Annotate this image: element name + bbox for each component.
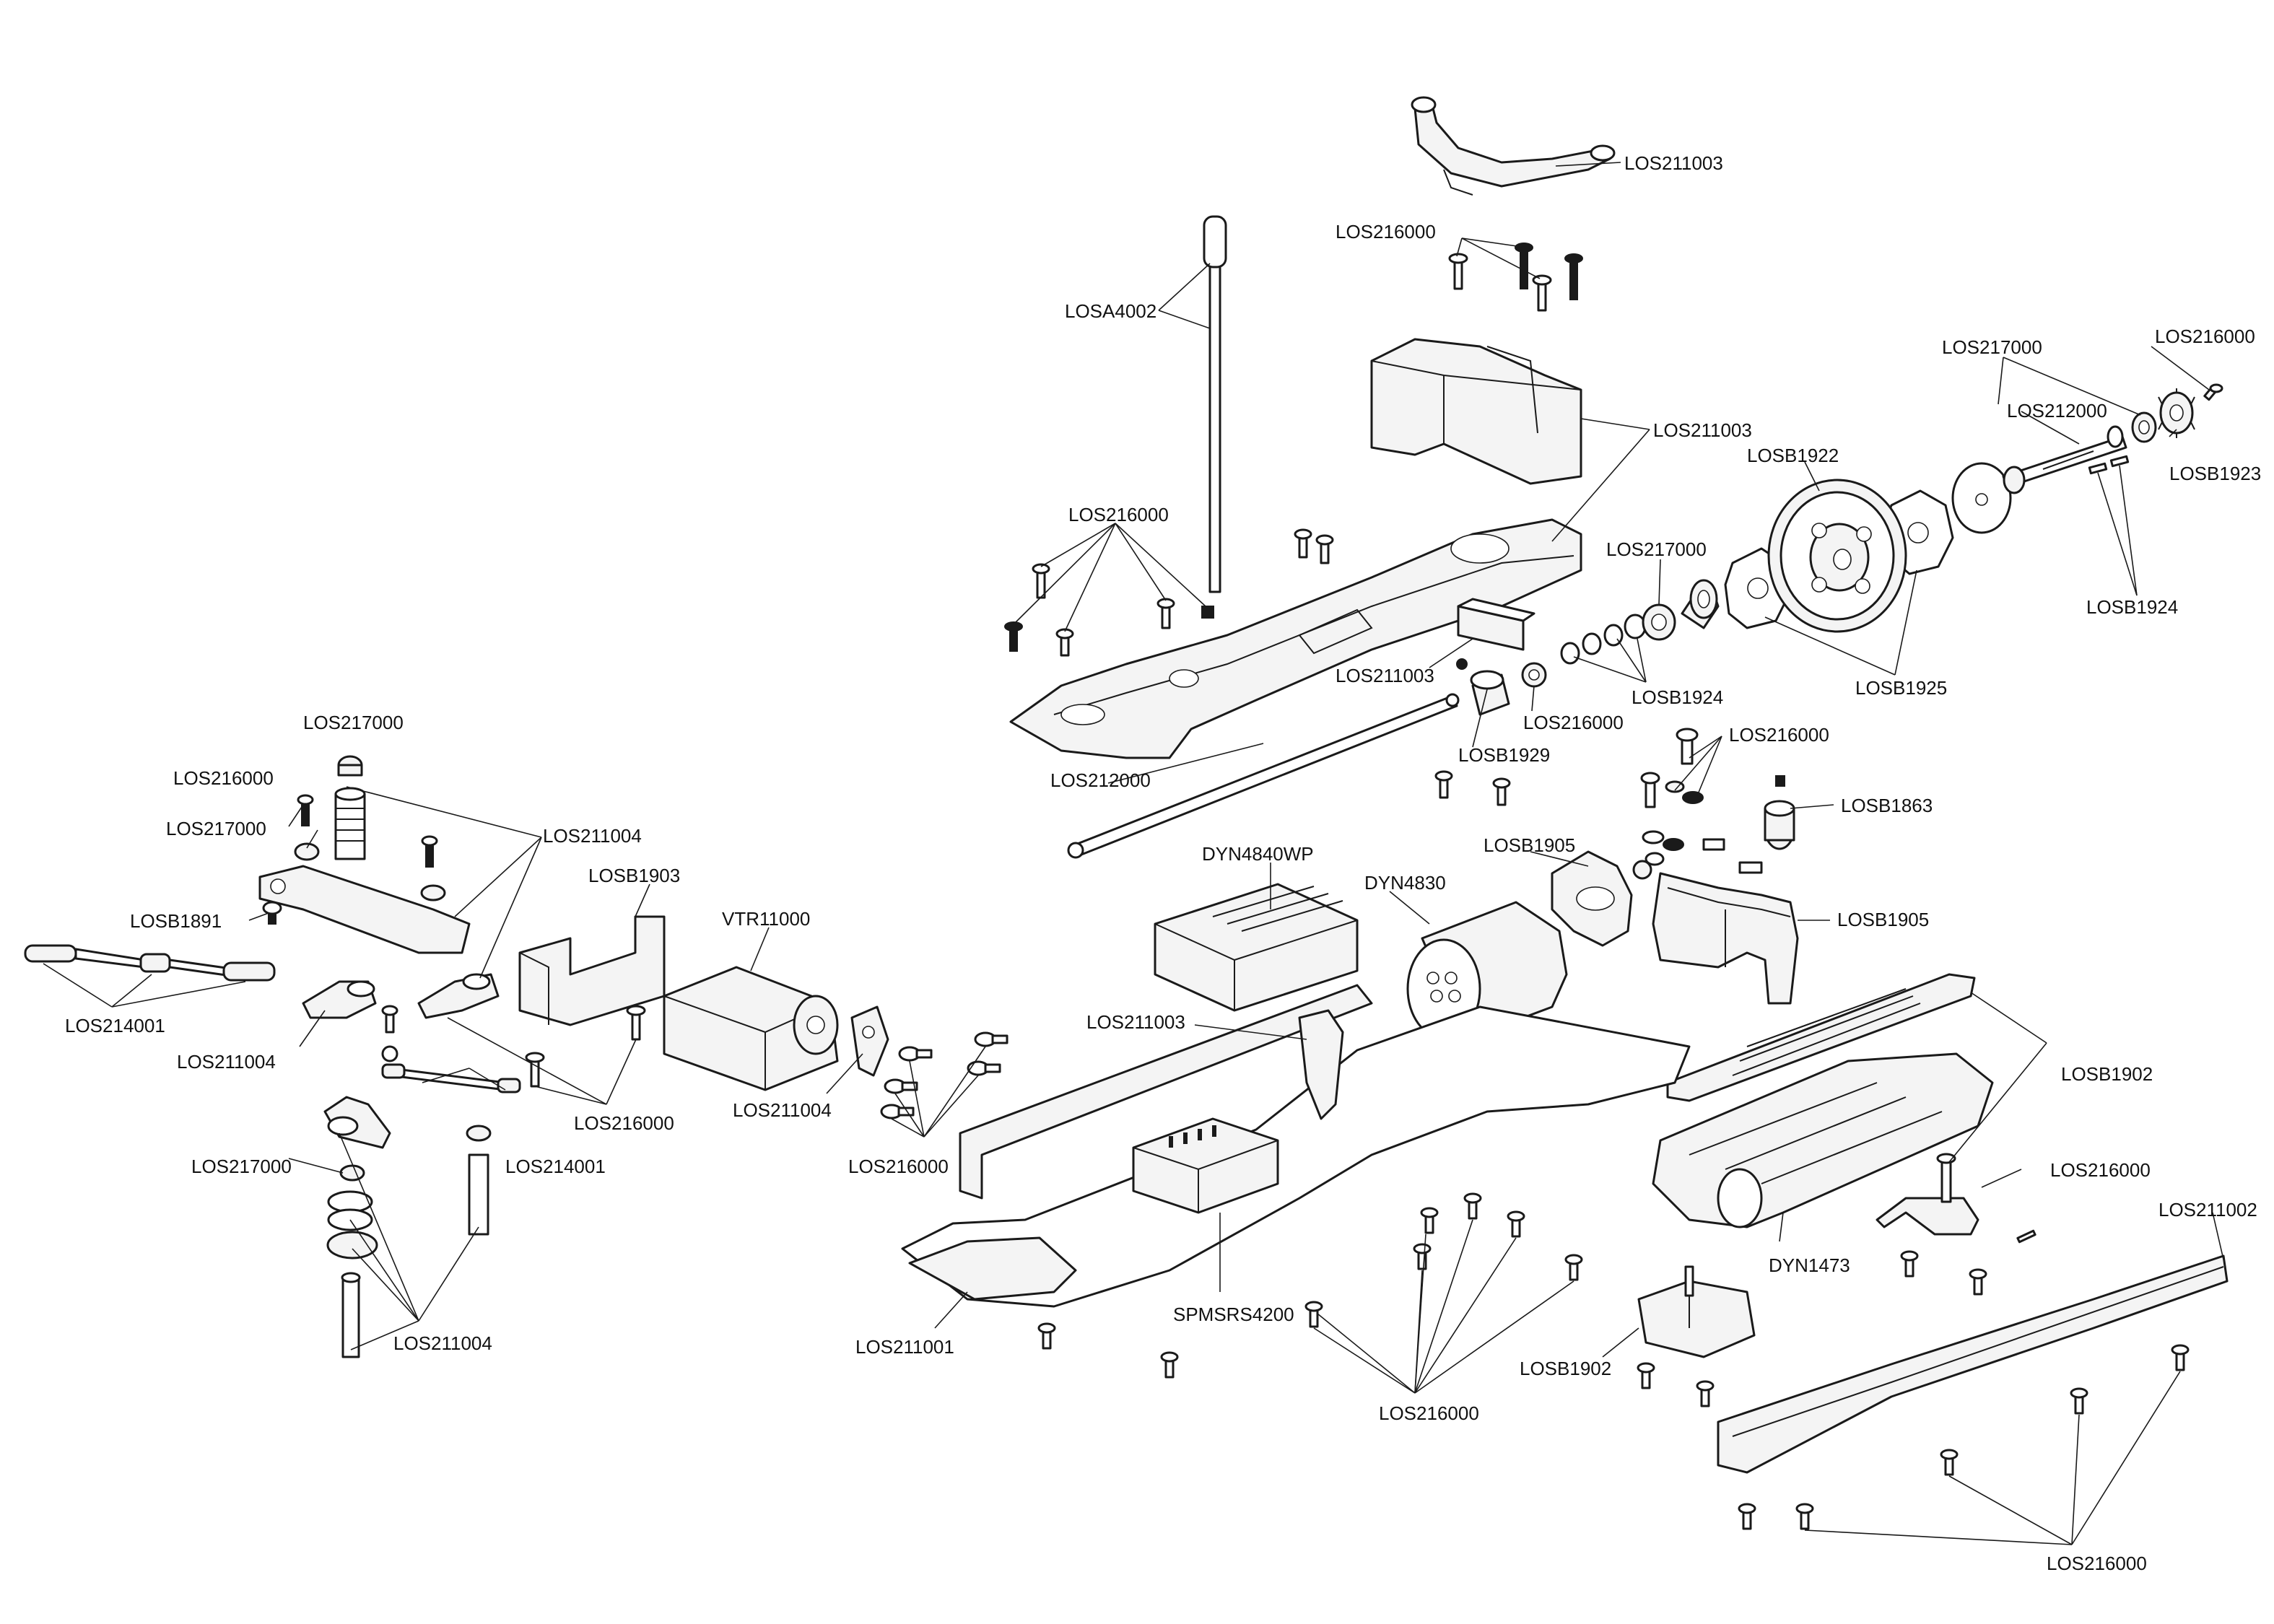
label-motor: DYN4830: [1364, 872, 1446, 894]
label-servo-screws: LOS216000: [848, 1156, 949, 1177]
label-screw-post: LOS216000: [173, 767, 274, 789]
label-top-shaft: LOS212000: [2007, 400, 2107, 422]
slipper-hub: [1681, 579, 1720, 629]
motor-mount-housing: [1370, 338, 1582, 485]
leader-lines: [43, 162, 2224, 1545]
bearing-block: [1457, 598, 1535, 651]
motor-mount-screws: [1640, 728, 1763, 874]
label-spur-gear: LOSB1922: [1747, 445, 1839, 466]
steering-arm-left: [302, 980, 377, 1019]
label-battery-strap: LOSB1902: [2061, 1063, 2153, 1085]
label-drag-link: LOS214001: [505, 1156, 606, 1177]
label-ball-stud: LOSB1891: [130, 910, 222, 932]
label-bearing-block: LOS211003: [1336, 665, 1434, 686]
motor-mount-plate: [1551, 850, 1652, 947]
rear-body-mount: [1298, 1009, 1344, 1120]
label-servo-mount-screws: LOS216000: [574, 1112, 674, 1134]
label-bearing-top-right: LOS217000: [1942, 336, 2042, 358]
screw-pinion: [2203, 383, 2223, 401]
label-bearing-lower: LOS217000: [191, 1156, 292, 1177]
bearing-right: [2131, 411, 2157, 443]
label-steering-lower: LOS211004: [393, 1332, 492, 1354]
label-motor-pinion: LOSB1863: [1841, 795, 1933, 816]
top-shaft: [2002, 425, 2127, 494]
radio-receiver: [1132, 1117, 1279, 1214]
label-side-guard: LOS211002: [2158, 1199, 2257, 1221]
slipper-plate: [1951, 462, 2012, 534]
label-top-screws: LOS216000: [1336, 221, 1436, 243]
label-motor-plate: LOSB1905: [1484, 834, 1575, 856]
body-mount-bracket-top: [1411, 96, 1616, 196]
label-pinion: LOSB1923: [2169, 463, 2261, 484]
part-labels: LOS211003 LOS216000 LOSA4002 LOS211003 L…: [65, 152, 2261, 1574]
label-rear-mount: LOS211003: [1086, 1011, 1185, 1033]
main-chassis-plate: [901, 984, 1691, 1308]
label-body-clip: LOS216000: [2050, 1159, 2151, 1181]
pinion-gear: [2158, 388, 2195, 438]
steering-arm-right: [417, 973, 500, 1019]
label-turnbuckle: LOS214001: [65, 1015, 165, 1036]
center-driveshaft: [1067, 658, 1468, 859]
label-servo-horn: LOS211004: [733, 1099, 832, 1121]
label-shims: LOSB1924: [1632, 686, 1723, 708]
label-center-driveshaft: LOS212000: [1050, 769, 1151, 791]
speed-controller: [1154, 883, 1359, 1012]
long-hinge-pin: [1203, 215, 1227, 593]
label-servo: VTR11000: [722, 908, 810, 930]
lower-steering-parts: [326, 1125, 492, 1358]
label-receiver: SPMSRS4200: [1173, 1304, 1294, 1325]
label-battery: DYN1473: [1769, 1254, 1850, 1276]
servo-mount: [518, 915, 666, 1026]
label-esc: DYN4840WP: [1202, 843, 1314, 865]
label-chassis-screws: LOS216000: [1379, 1402, 1479, 1424]
label-bearing-left: LOS217000: [166, 818, 266, 839]
servo-screws: [880, 1031, 1009, 1119]
label-servo-mount: LOSB1903: [588, 865, 680, 886]
motor-mount-bracket: [1652, 872, 1799, 1005]
label-bearing-mid: LOS217000: [1606, 538, 1707, 560]
lower-steering-crank: [323, 1096, 391, 1149]
label-nut: LOS216000: [1523, 712, 1624, 733]
label-steering-arm: LOS211004: [177, 1051, 276, 1073]
label-slipper-pads: LOSB1925: [1855, 677, 1947, 699]
side-guard: [1717, 1254, 2229, 1474]
label-drive-pins: LOSB1924: [2086, 596, 2178, 618]
steering-bellcrank-arm: [258, 865, 471, 954]
battery-strap: [1666, 973, 1976, 1102]
steering-post: [334, 787, 366, 860]
label-spine-screws: LOS216000: [1068, 504, 1169, 525]
label-bearing-post: LOS217000: [303, 712, 404, 733]
label-chassis-plate: LOS211001: [855, 1336, 954, 1358]
steering-bearing-top: [337, 755, 363, 777]
loose-screws-bottom: [1037, 770, 2190, 1530]
label-bellcrank: LOS211004: [543, 825, 642, 847]
screw-set-spine: [1004, 528, 1334, 657]
center-chassis-brace: [1009, 518, 1582, 759]
label-motor-housing: LOS211003: [1653, 419, 1752, 441]
label-top-body-mount: LOS211003: [1624, 152, 1723, 174]
servo-mount-screws: [525, 1005, 646, 1088]
drive-pins: [2088, 455, 2130, 475]
label-hinge-pin: LOSA4002: [1065, 300, 1156, 322]
label-pinion-screw: LOS216000: [2155, 326, 2255, 347]
motor-pinion-gear: [1764, 775, 1795, 850]
label-motor-bracket: LOSB1905: [1837, 909, 1929, 930]
label-battery-post: LOSB1902: [1520, 1358, 1611, 1379]
shim-washers: [1560, 603, 1676, 665]
steering-servo: [663, 966, 839, 1091]
battery-hold-bracket: [1876, 1153, 1979, 1236]
turnbuckle-link: [24, 944, 276, 982]
spur-gear: [1767, 479, 1907, 633]
battery-post-bracket: [1637, 1265, 1756, 1358]
battery-pack: [1652, 1052, 1994, 1228]
steering-screws: [262, 794, 446, 925]
label-outdrive: LOSB1929: [1458, 744, 1550, 766]
label-guard-screws: LOS216000: [2047, 1553, 2147, 1574]
servo-horn: [850, 1005, 889, 1077]
screw-set-top: [1448, 243, 1583, 312]
label-mount-screws: LOS216000: [1729, 724, 1829, 746]
